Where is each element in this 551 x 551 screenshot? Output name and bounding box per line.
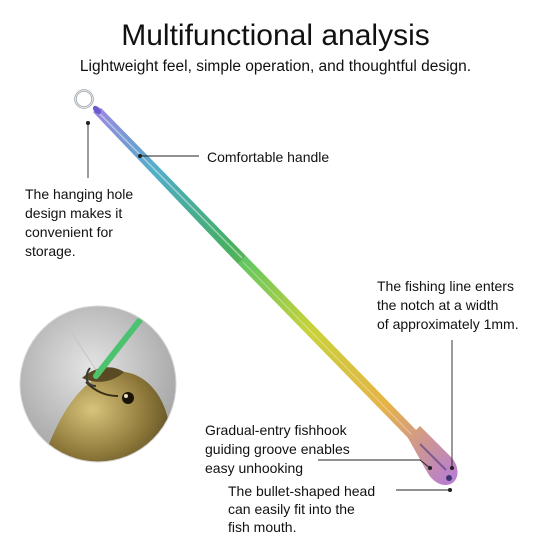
callout-line: design makes it: [25, 205, 123, 221]
callout-line: easy unhooking: [205, 460, 304, 476]
callout-handle: Comfortable handle: [207, 149, 330, 165]
callout-line: convenient for: [25, 224, 113, 240]
inset-border: [19, 305, 177, 463]
callout-line: fish mouth.: [228, 519, 297, 535]
callout-line: The hanging hole: [25, 186, 134, 202]
rod-shaft: [238, 256, 420, 442]
groove-leader: [318, 459, 431, 469]
rod-handle: [92, 105, 246, 264]
callout-line: can easily fit into the: [228, 501, 355, 517]
leader-lines: [85, 120, 455, 493]
callout-line: guiding groove enables: [205, 441, 350, 457]
callout-line: The bullet-shaped head: [228, 483, 376, 499]
page-title: Multifunctional analysis: [121, 19, 430, 52]
hanging-ring-icon: [74, 89, 94, 109]
bullet-head: [408, 426, 458, 486]
page-subtitle: Lightweight feel, simple operation, and …: [79, 58, 472, 75]
callout-line: storage.: [25, 243, 76, 259]
callout-line: the notch at a width: [377, 297, 499, 313]
callout-line: of approximately 1mm.: [377, 316, 519, 332]
fish-photo-inset: [20, 306, 176, 462]
callout-line: The fishing line enters: [377, 278, 514, 294]
callout-line: Gradual-entry fishhook: [205, 422, 347, 438]
